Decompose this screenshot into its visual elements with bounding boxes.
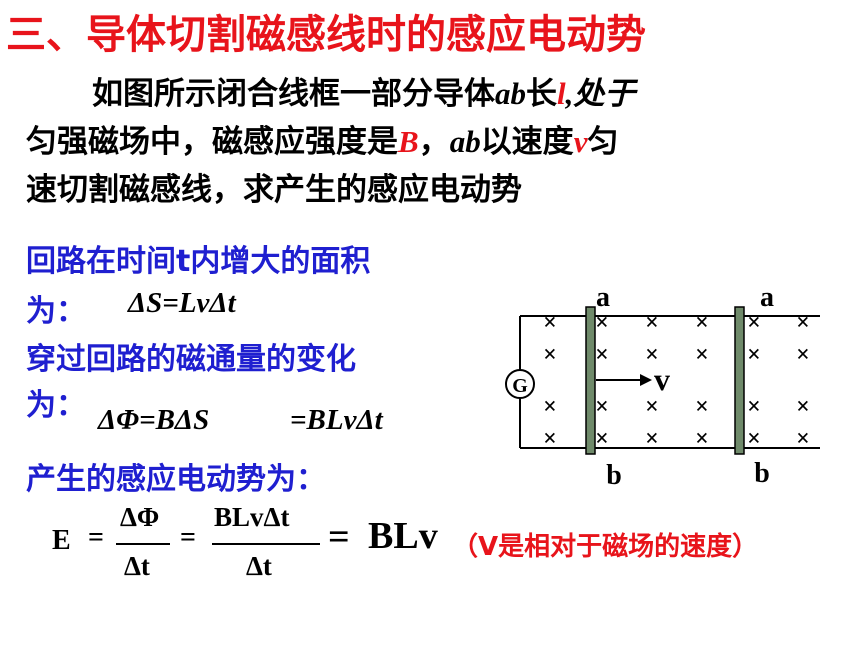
equals-sign: =	[180, 522, 196, 553]
area-text-line-1: 回路在时间t内增大的面积	[26, 244, 371, 279]
numerator-blv-delta-t: BLvΔt	[214, 502, 290, 532]
field-cross-icon: ×	[747, 342, 761, 368]
label-b-left: b	[606, 460, 622, 491]
fraction-bar	[212, 543, 320, 545]
problem-text: ,处于	[565, 76, 636, 111]
velocity-label: v	[654, 361, 670, 397]
field-cross-icon: ×	[747, 394, 761, 420]
problem-text: 以速度	[480, 124, 574, 160]
galvanometer-label: G	[512, 375, 528, 397]
label-b-right: b	[754, 458, 770, 489]
problem-text: 匀强磁场中，磁感应强度是	[26, 124, 398, 160]
area-text-line-2: 为：	[26, 294, 86, 329]
field-cross-icon: ×	[645, 426, 659, 452]
field-cross-icon: ×	[796, 342, 810, 368]
emf-result: BLv	[368, 515, 438, 557]
problem-line-3: 速切割磁感线，求产生的感应电动势	[26, 172, 522, 208]
emf-label: 产生的感应电动势为：	[26, 462, 326, 497]
conductor-rod-left	[585, 306, 596, 455]
field-cross-icon: ×	[747, 426, 761, 452]
magnetic-field-crosses: × × × × × × × × × × × × × × × × × × × × × × × ×	[543, 310, 810, 452]
field-cross-icon: ×	[543, 394, 557, 420]
denominator-delta-t: Δt	[124, 551, 150, 581]
field-cross-icon: ×	[695, 342, 709, 368]
field-cross-icon: ×	[543, 310, 557, 336]
equals-sign: =	[88, 522, 104, 553]
field-cross-icon: ×	[695, 310, 709, 336]
label-a-left: a	[596, 282, 610, 313]
field-cross-icon: ×	[595, 342, 609, 368]
field-cross-icon: ×	[796, 426, 810, 452]
field-cross-icon: ×	[747, 310, 761, 336]
length-symbol: l	[557, 76, 566, 111]
field-cross-icon: ×	[595, 310, 609, 336]
velocity-arrowhead	[640, 374, 652, 386]
field-cross-icon: ×	[796, 310, 810, 336]
area-equation: ΔS=LvΔt	[128, 287, 236, 319]
conductor-ab-label: ab	[495, 76, 526, 111]
flux-text-line-2: 为：	[26, 388, 86, 423]
equals-sign: =	[328, 516, 350, 558]
flux-equation-1: ΔΦ=BΔS	[98, 404, 210, 436]
conductor-ab-label: ab	[449, 124, 481, 159]
field-cross-icon: ×	[595, 394, 609, 420]
flux-text-line-1: 穿过回路的磁通量的变化	[26, 342, 356, 377]
galvanometer-icon	[505, 369, 535, 399]
velocity-symbol: v	[573, 124, 588, 159]
problem-text: 长	[526, 76, 557, 112]
page-title: 三、导体切割磁感线时的感应电动势	[6, 12, 646, 58]
problem-text: 匀	[587, 124, 619, 160]
field-cross-icon: ×	[645, 394, 659, 420]
field-cross-icon: ×	[796, 394, 810, 420]
field-cross-icon: ×	[695, 426, 709, 452]
problem-text: 如图所示闭合线框一部分导体	[92, 76, 495, 112]
velocity-note: （V是相对于磁场的速度）	[452, 532, 759, 562]
field-cross-icon: ×	[695, 394, 709, 420]
field-cross-icon: ×	[543, 426, 557, 452]
field-cross-icon: ×	[595, 426, 609, 452]
field-cross-icon: ×	[543, 342, 557, 368]
field-cross-icon: ×	[645, 310, 659, 336]
conductor-rod-right	[734, 306, 745, 455]
problem-text: ，	[418, 124, 450, 160]
flux-equation-2: =BLvΔt	[290, 404, 383, 436]
field-strength-symbol: B	[398, 124, 419, 159]
fraction-bar	[116, 543, 170, 545]
field-cross-icon: ×	[645, 342, 659, 368]
problem-line-1: 如图所示闭合线框一部分导体ab长l,处于	[92, 68, 635, 113]
problem-line-2: 匀强磁场中，磁感应强度是B，ab以速度v匀	[26, 116, 618, 161]
numerator-delta-phi: ΔΦ	[120, 502, 160, 532]
label-a-right: a	[760, 282, 774, 313]
denominator-delta-t: Δt	[246, 551, 272, 581]
emf-symbol: E	[52, 525, 71, 556]
